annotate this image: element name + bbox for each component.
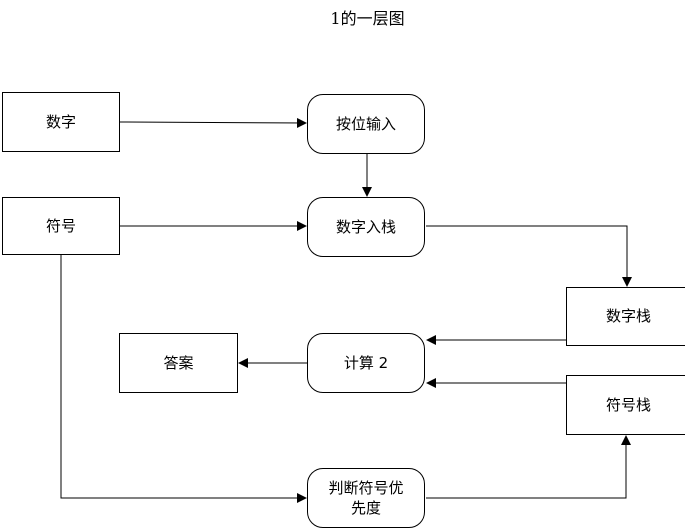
node-answer: 答案 — [119, 333, 238, 393]
arrow-digit-to-input — [119, 117, 307, 128]
arrow-push-to-digit-stack — [426, 225, 632, 287]
arrow-symbol-to-judge — [60, 255, 307, 503]
node-digit-push: 数字入栈 — [307, 197, 425, 257]
arrow-judge-to-symbol-stack — [426, 435, 631, 499]
node-digit-stack: 数字栈 — [566, 287, 685, 346]
diagram-title: 1的一层图 — [330, 9, 405, 28]
node-symbol-stack: 符号栈 — [566, 375, 685, 435]
node-digit: 数字 — [2, 92, 120, 152]
node-compute: 计算 2 — [307, 333, 425, 393]
node-input-by-digit: 按位输入 — [307, 94, 425, 154]
node-judge-priority: 判断符号优先度 — [307, 468, 425, 528]
node-symbol: 符号 — [2, 197, 120, 255]
